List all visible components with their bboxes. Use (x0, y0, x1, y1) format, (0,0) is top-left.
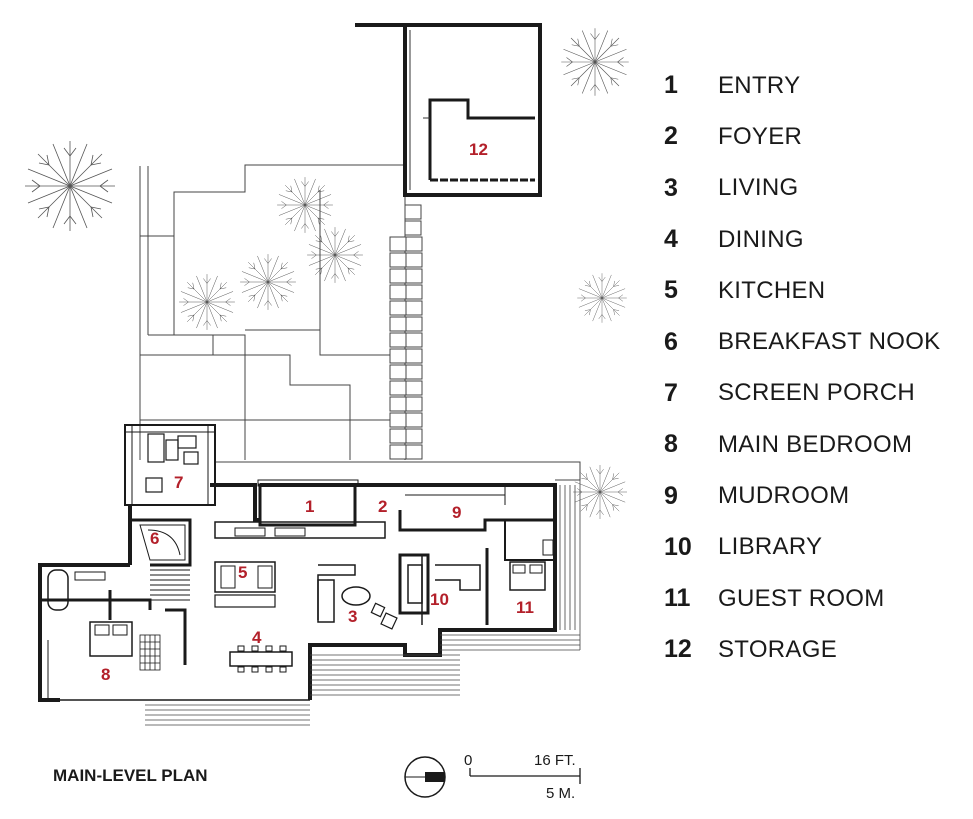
tree-icon (572, 464, 628, 520)
tree-icon (24, 140, 116, 232)
legend-label: BREAKFAST NOOK (718, 328, 941, 356)
legend-number: 8 (664, 430, 678, 459)
legend-number: 2 (664, 122, 678, 151)
legend-number: 1 (664, 71, 678, 100)
legend-label: SCREEN PORCH (718, 379, 915, 407)
room-number-6: 6 (150, 529, 159, 548)
room-numbers: 1 2 3 4 5 6 7 8 9 10 11 12 (101, 140, 534, 684)
legend-number: 6 (664, 327, 678, 356)
main-house (38, 424, 581, 702)
room-number-2: 2 (378, 497, 387, 516)
legend-label: KITCHEN (718, 276, 826, 304)
legend-number: 12 (664, 635, 692, 664)
legend-label: ENTRY (718, 71, 801, 99)
legend-number: 11 (664, 584, 691, 613)
legend-item: 1 ENTRY (664, 60, 964, 111)
stepping-stones (389, 204, 423, 460)
legend-number: 3 (664, 173, 678, 202)
legend-item: 11 GUEST ROOM (664, 573, 964, 624)
legend-label: STORAGE (718, 635, 838, 663)
tree-icon (276, 176, 334, 234)
scale-feet-label: 16 FT. (534, 752, 576, 769)
legend-item: 10 LIBRARY (664, 522, 964, 573)
tree-icon (178, 273, 236, 331)
legend-label: DINING (718, 225, 804, 253)
decks (145, 480, 581, 726)
scale-meters-label: 5 M. (546, 785, 576, 802)
scale-bar (469, 768, 581, 784)
scale-zero-label: 0 (464, 752, 473, 769)
tree-icon (577, 273, 627, 323)
north-arrow-icon (404, 756, 446, 798)
legend-label: GUEST ROOM (718, 584, 885, 612)
legend-item: 6 BREAKFAST NOOK (664, 316, 964, 367)
legend-item: 4 DINING (664, 214, 964, 265)
legend-number: 10 (664, 532, 692, 561)
storage-building (355, 23, 542, 197)
room-number-11: 11 (516, 598, 534, 617)
legend-label: MAIN BEDROOM (718, 430, 913, 458)
legend-number: 7 (664, 378, 678, 407)
legend-item: 8 MAIN BEDROOM (664, 419, 964, 470)
room-number-4: 4 (252, 628, 262, 647)
legend-item: 3 LIVING (664, 163, 964, 214)
legend-item: 2 FOYER (664, 111, 964, 162)
room-number-12: 12 (469, 140, 488, 159)
legend-number: 9 (664, 481, 678, 510)
room-number-7: 7 (174, 473, 183, 492)
room-number-10: 10 (430, 590, 449, 609)
legend-item: 12 STORAGE (664, 624, 964, 675)
room-number-3: 3 (348, 607, 357, 626)
site-lines (139, 164, 425, 460)
legend-label: FOYER (718, 122, 803, 150)
tree-icon (306, 226, 364, 284)
room-number-1: 1 (305, 497, 314, 516)
legend-item: 9 MUDROOM (664, 470, 964, 521)
room-number-8: 8 (101, 665, 110, 684)
legend-item: 5 KITCHEN (664, 265, 964, 316)
plan-title: MAIN-LEVEL PLAN (53, 766, 208, 785)
tree-icon (239, 253, 297, 311)
legend-label: LIBRARY (718, 533, 823, 561)
room-number-5: 5 (238, 563, 247, 582)
legend-item: 7 SCREEN PORCH (664, 368, 964, 419)
tree-icon (560, 27, 630, 97)
legend: 1 ENTRY 2 FOYER 3 LIVING 4 DINING 5 KITCHEN 6 BREAK… (664, 60, 964, 676)
legend-number: 4 (664, 225, 678, 254)
room-number-9: 9 (452, 503, 461, 522)
legend-label: LIVING (718, 174, 799, 202)
legend-number: 5 (664, 276, 678, 305)
legend-label: MUDROOM (718, 482, 850, 510)
